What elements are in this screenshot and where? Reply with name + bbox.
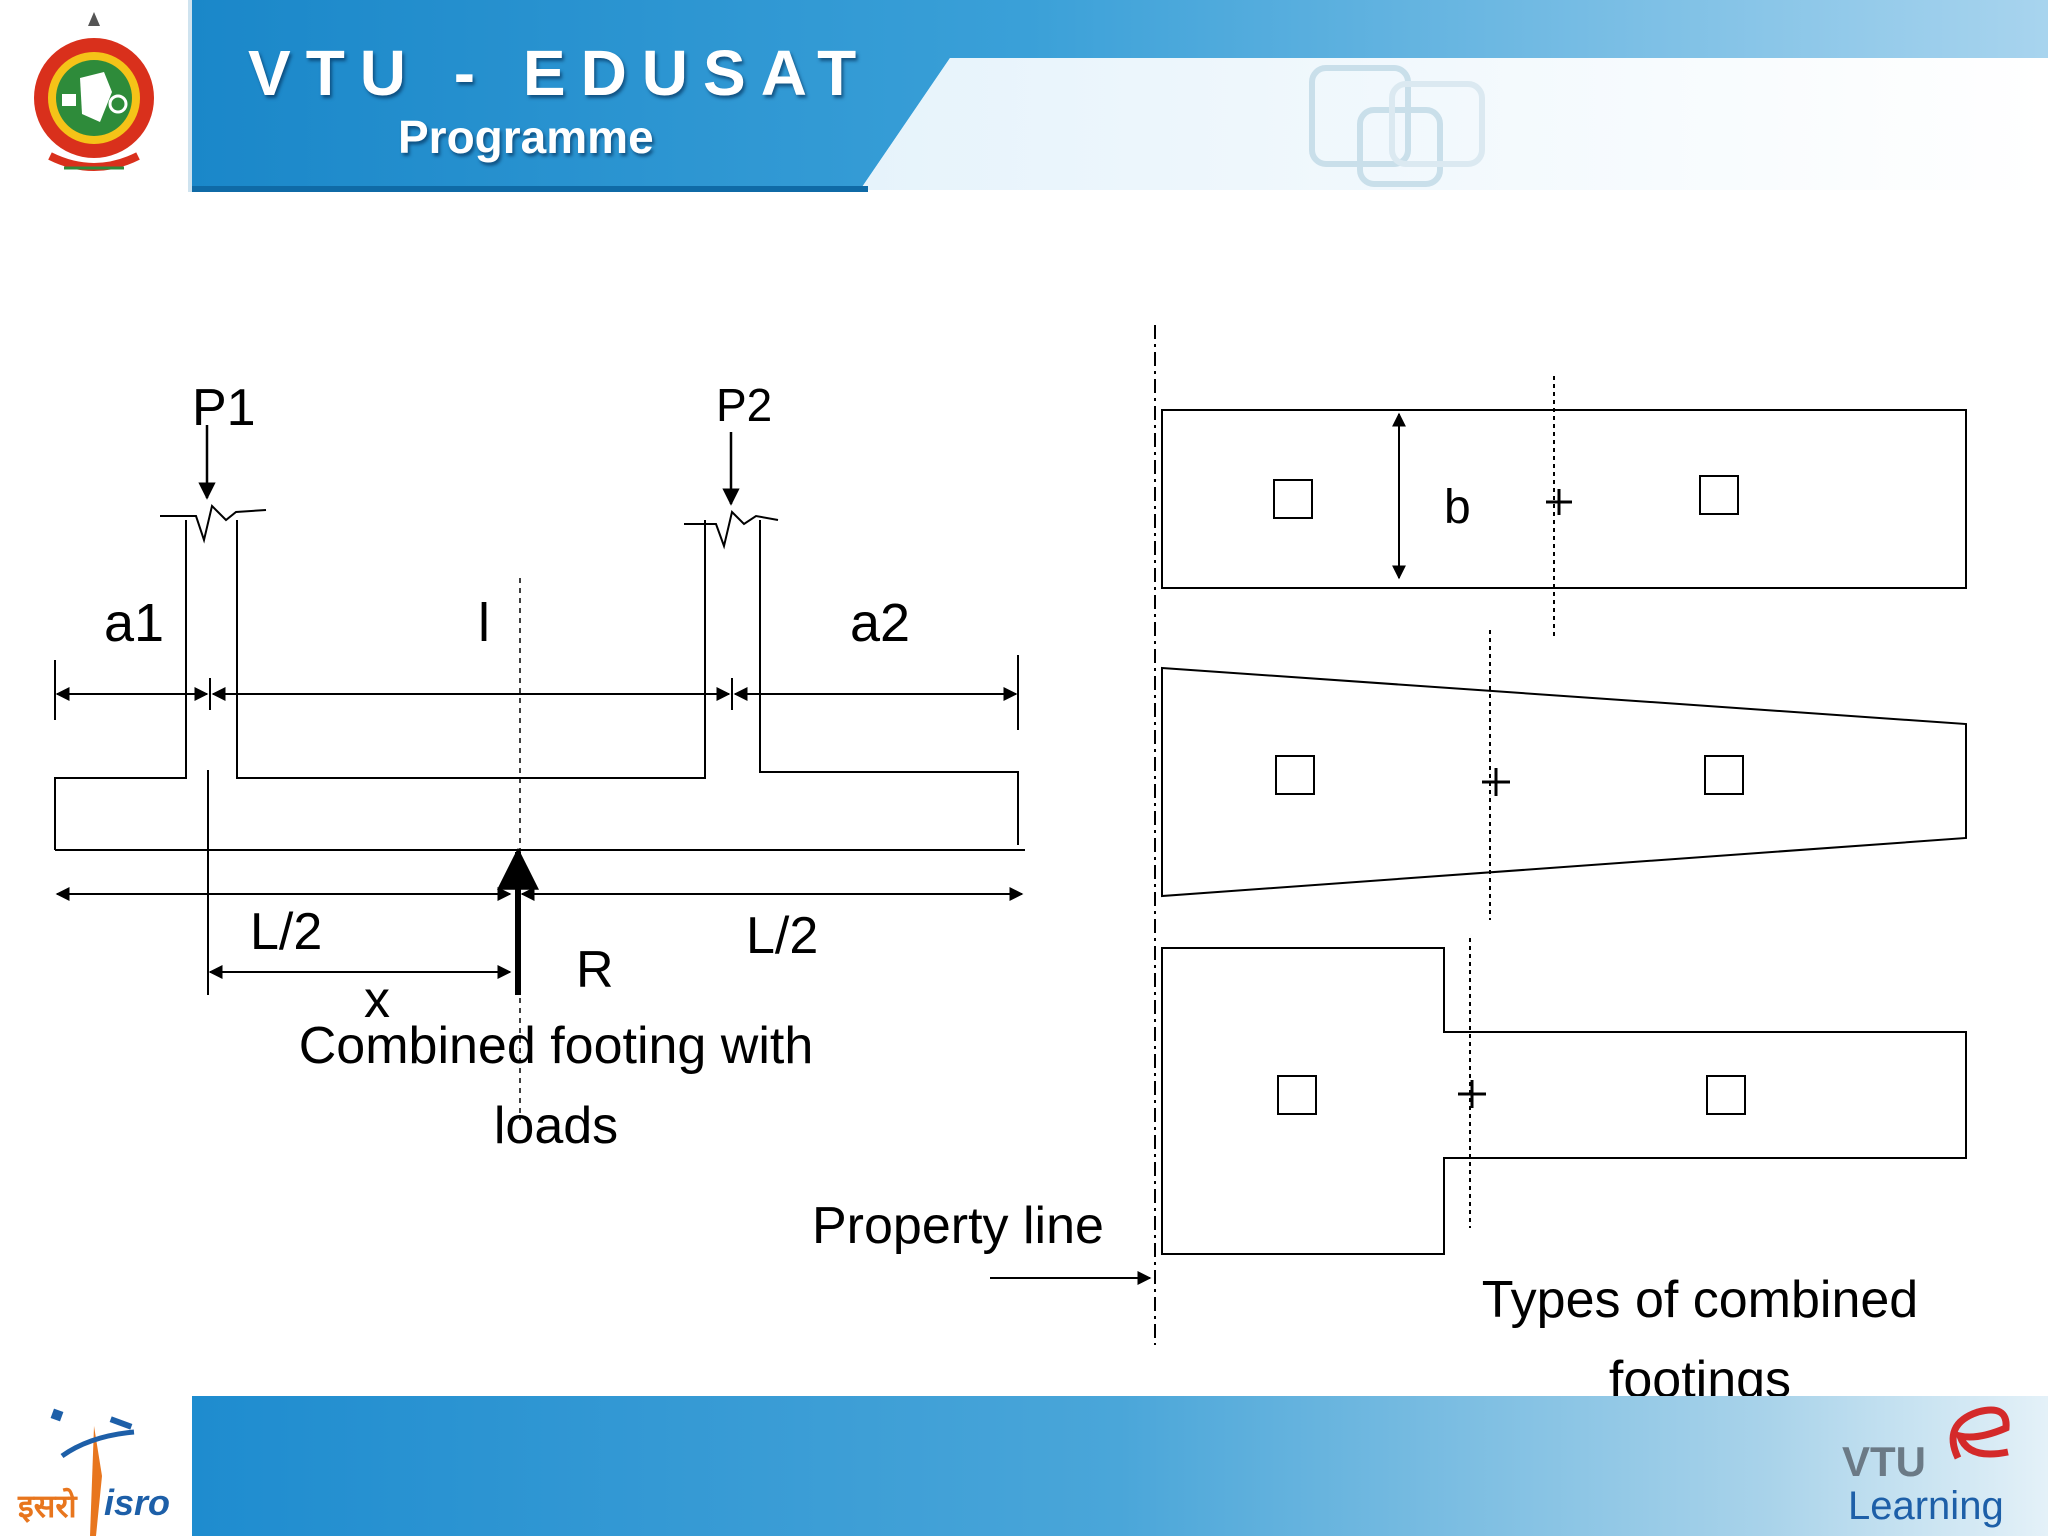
header-background (0, 0, 2048, 195)
label-l-half-right: L/2 (746, 907, 819, 965)
label-p1: P1 (192, 379, 256, 437)
right-caption-line-1: Types of combined (1481, 1271, 1919, 1329)
strap-column-1 (1277, 1075, 1317, 1115)
rectangular-footing (1161, 376, 1967, 636)
trap-column-1 (1275, 755, 1315, 795)
learning-text: Learning (1848, 1484, 2004, 1528)
vtu-elearning-logo: VTU Learning (1820, 1396, 2048, 1536)
rect-column-1 (1273, 479, 1313, 519)
header-square-decoration (1309, 65, 1485, 187)
label-a1: a1 (104, 593, 165, 653)
strap-shaped-footing (1161, 938, 1967, 1255)
label-l-half-left: L/2 (250, 903, 323, 961)
label-a2: a2 (850, 593, 911, 653)
isro-logo: इसरो isro (0, 1396, 192, 1536)
rectangular-footing-outline (1161, 409, 1967, 589)
label-x: x (364, 971, 390, 1029)
header-banner: VTU - EDUSAT Programme (0, 0, 2048, 195)
trapezoidal-footing-outline (1161, 666, 1967, 898)
header-title: VTU - EDUSAT (248, 37, 872, 109)
footing-right-outline (759, 520, 1019, 845)
label-b: b (1444, 481, 1471, 534)
vtu-text: VTU (1842, 1438, 1926, 1485)
trapezoidal-footing (1161, 630, 1967, 920)
isro-hindi-text: इसरो (18, 1488, 77, 1524)
e-swoosh-icon (1949, 1406, 2010, 1460)
footer-banner: इसरो isro VTU Learning (0, 1396, 2048, 1536)
strap-footing-outline (1161, 947, 1967, 1255)
label-r: R (576, 941, 614, 999)
strap-column-2 (1706, 1075, 1746, 1115)
footing-elevation (54, 504, 1025, 995)
label-p2: P2 (716, 379, 773, 431)
column-2-break (684, 510, 779, 550)
left-caption-line-2: loads (493, 1097, 619, 1155)
rect-column-2 (1699, 475, 1739, 515)
isro-rocket-icon (50, 1408, 135, 1536)
vtu-logo (0, 0, 192, 192)
trap-column-2 (1704, 755, 1744, 795)
header-subtitle: Programme (398, 111, 654, 163)
dimension-arrows (55, 687, 1024, 979)
column-1-break (160, 504, 267, 544)
left-diagram-caption: Combined footing with loads (216, 1006, 896, 1166)
isro-text: isro (104, 1482, 171, 1523)
label-property-line: Property line (812, 1197, 1104, 1255)
label-l: l (478, 593, 490, 653)
footing-middle-outline (236, 520, 706, 779)
load-arrows (198, 425, 740, 506)
footing-left-outline (54, 520, 187, 850)
left-caption-line-1: Combined footing with (298, 1017, 814, 1075)
footer-background (190, 1396, 2048, 1536)
